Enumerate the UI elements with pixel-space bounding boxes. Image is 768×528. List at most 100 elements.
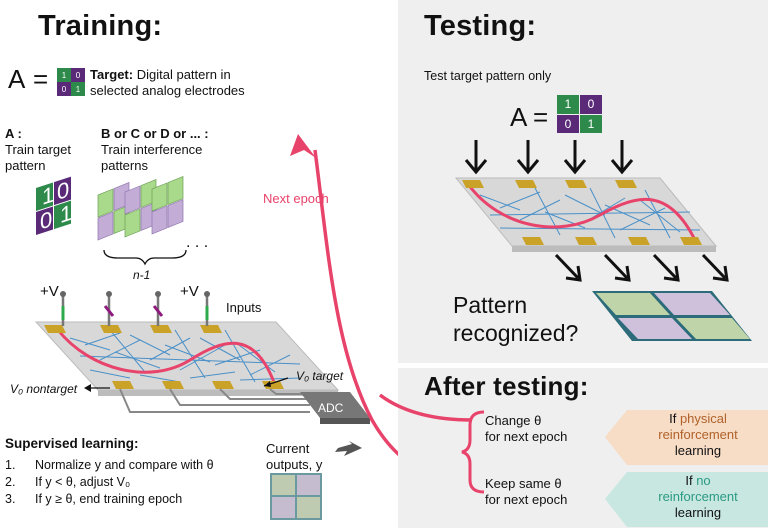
testing-top-electrodes [462, 180, 637, 188]
train-target-pattern: 1 0 0 1 [36, 176, 72, 235]
physical-reinforcement-text: If physical reinforcement learning [632, 411, 764, 459]
keep-line1: Keep same θ [485, 476, 562, 491]
input-pins [60, 291, 210, 326]
target-cell: 0 [57, 82, 71, 96]
current-outputs-line2: outputs, y [266, 457, 323, 472]
testing-bottom-electrodes [522, 237, 702, 245]
testing-target-cell: 1 [580, 114, 602, 133]
testing-title: Testing: [424, 10, 537, 42]
column-b-line2: patterns [101, 158, 148, 173]
column-a-line2: pattern [5, 158, 46, 173]
target-desc-line1: Digital pattern in [136, 67, 231, 82]
no-if: If [685, 473, 693, 488]
testing-current-path [466, 183, 697, 241]
next-epoch-label: Next epoch [263, 191, 329, 206]
svg-text:0: 0 [57, 177, 69, 205]
step-text: If y ≥ θ, end training epoch [35, 492, 183, 506]
column-b-text: B or C or D or ... : Train interference … [101, 126, 209, 174]
svg-text:1: 1 [42, 182, 54, 210]
testing-diagram [454, 140, 752, 341]
next-epoch-arrowhead [290, 134, 316, 158]
no-word: no [696, 473, 711, 488]
pattern-q-line1: Pattern [453, 292, 528, 318]
testing-target-cell: 0 [580, 95, 602, 114]
pattern-recognized-question: Pattern recognized? [453, 291, 578, 347]
top-electrodes [44, 325, 222, 333]
after-brace [461, 410, 485, 494]
no-reinforcement-box [605, 472, 768, 527]
pattern-q-line2: recognized? [453, 320, 579, 346]
testing-target-cell: 1 [557, 95, 579, 114]
adc-label: ADC [318, 401, 344, 415]
testing-target-cell: 0 [557, 114, 579, 133]
step-text: If y < θ, adjust V₀ [35, 475, 131, 489]
testing-eq-var: A [510, 102, 528, 132]
change-line2: for next epoch [485, 429, 568, 444]
target-description: Target: Digital pattern in selected anal… [90, 67, 245, 99]
step-num: 1. [5, 458, 16, 472]
after-testing-diagram [461, 410, 768, 527]
svg-text:0: 0 [40, 206, 52, 234]
current-outputs-label: Current outputs, y [266, 441, 322, 473]
output-diagonal-arrows [554, 253, 729, 282]
physical-rest2: learning [674, 443, 722, 458]
keep-theta-text: Keep same θ for next epoch [485, 476, 567, 508]
step-num: 3. [5, 492, 16, 506]
column-a-line1: Train target [5, 142, 71, 157]
plus-v-left: +V [40, 283, 59, 300]
target-cell: 0 [71, 68, 85, 82]
testing-eq-sign: = [533, 102, 549, 132]
current-outputs-grid [270, 473, 322, 520]
target-desc-line2: selected analog electrodes [90, 83, 245, 98]
testing-nanowire-network [479, 187, 701, 239]
adc-output-arrow [335, 441, 362, 456]
no-reinforcement-text: If no reinforcement learning [632, 473, 764, 521]
column-b-line1: Train interference [101, 142, 203, 157]
change-theta-text: Change θ for next epoch [485, 413, 567, 445]
physical-reinforcement-box [605, 410, 768, 465]
physical-rest1: reinforcement [658, 427, 738, 442]
column-b-head: B or C or D or ... : [101, 126, 209, 141]
step-item: 3. If y ≥ θ, end training epoch [5, 491, 214, 508]
testing-target-matrix: 1 0 0 1 [557, 95, 602, 133]
training-title: Training: [38, 10, 163, 42]
supervised-title: Supervised learning: [5, 436, 139, 451]
dots: . . . [186, 234, 208, 251]
supervised-steps: 1. Normalize y and compare with θ 2. If y … [5, 457, 214, 508]
interference-patterns [97, 175, 184, 241]
vo-nontarget-label: V₀ nontarget [10, 382, 78, 396]
no-rest1: reinforcement [658, 489, 738, 504]
bottom-electrodes [112, 381, 284, 389]
step-item: 1. Normalize y and compare with θ [5, 457, 214, 474]
keep-line2: for next epoch [485, 492, 568, 507]
next-epoch-arrow [313, 149, 398, 457]
physical-word: physical [679, 411, 727, 426]
vo-target-label: V₀ target [296, 369, 344, 383]
output-wires [119, 388, 310, 413]
target-cell: 1 [71, 82, 85, 96]
column-a-text: A : Train target pattern [5, 126, 71, 174]
training-eq-sign: = [33, 64, 49, 94]
column-a-head: A : [5, 126, 22, 141]
target-cell: 1 [57, 68, 71, 82]
recognized-pattern-grid [592, 291, 752, 341]
svg-text:1: 1 [60, 200, 72, 228]
step-text: Normalize y and compare with θ [35, 458, 214, 472]
physical-if: If [669, 411, 677, 426]
step-num: 2. [5, 475, 16, 489]
testing-subtitle: Test target pattern only [424, 69, 552, 83]
target-label: Target: [90, 67, 134, 82]
brace [103, 249, 187, 266]
training-diagram: 1 0 0 1 . . . n-1 [34, 134, 398, 520]
training-eq-var: A [8, 64, 26, 94]
n-minus-1-label: n-1 [133, 268, 150, 282]
plus-v-right: +V [180, 283, 199, 300]
step-item: 2. If y < θ, adjust V₀ [5, 474, 214, 491]
no-rest2: learning [674, 505, 722, 520]
target-matrix-icon: 1 0 0 1 [57, 68, 85, 96]
after-testing-title: After testing: [424, 371, 589, 401]
adc-box [300, 392, 370, 424]
current-outputs-line1: Current [266, 441, 310, 456]
current-path [56, 329, 277, 386]
input-down-arrows [464, 140, 634, 175]
